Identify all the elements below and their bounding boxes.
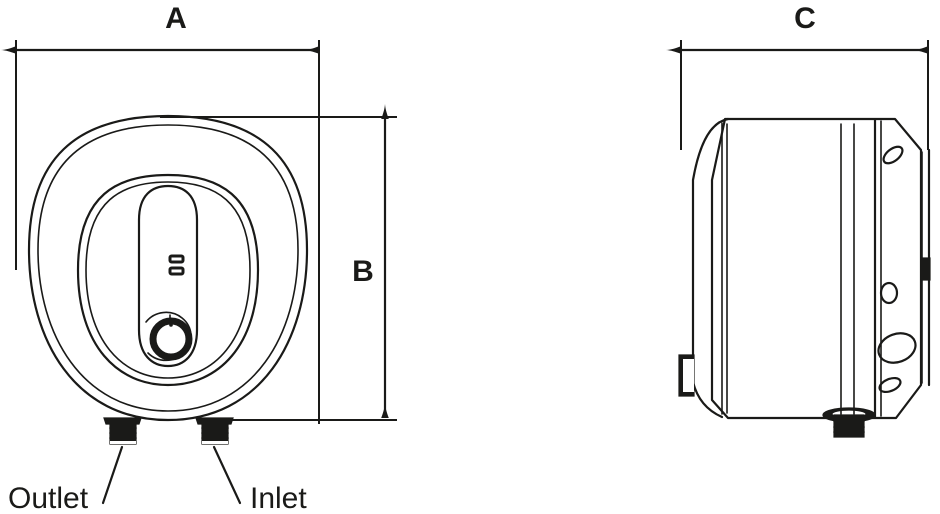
callout-inlet-label: Inlet [250, 482, 307, 514]
vent-hole-top [882, 145, 904, 165]
dim-b-label: B [352, 255, 374, 288]
front-view [27, 114, 309, 445]
dim-a-label: A [165, 2, 187, 35]
right-edge-connector [922, 257, 931, 281]
bottom-port [822, 123, 876, 438]
knob-pointer-dot [169, 323, 173, 327]
capsule-control-panel [137, 184, 199, 368]
indicator-lamp-upper [168, 254, 185, 264]
thermostat-knob[interactable] [145, 311, 193, 362]
inlet-port [195, 417, 234, 445]
callout-outlet-leader [101, 445, 124, 505]
callout-outlet-label: Outlet [8, 482, 89, 514]
wall-bracket-tab-cutout [683, 359, 694, 392]
vent-hole-large [877, 332, 917, 364]
outlet-port [103, 417, 142, 445]
knob-ring [149, 317, 193, 361]
inner-oval-outline [76, 173, 260, 387]
vent-hole-middle [879, 281, 899, 305]
callout-outlet: Outlet [8, 445, 124, 514]
tank-side-outline [710, 117, 923, 420]
callout-inlet-leader [212, 445, 242, 505]
outer-shell-outline [27, 114, 309, 422]
side-view [678, 117, 931, 438]
vent-hole-small [878, 376, 902, 394]
dim-c-label: C [794, 2, 816, 35]
dimension-a: A [1, 2, 320, 424]
outer-shell-inner-outline [37, 124, 299, 412]
callout-inlet: Inlet [212, 445, 307, 514]
indicator-lamp-lower [168, 266, 185, 276]
dimension-c: C [666, 2, 929, 150]
inner-oval-inner-outline [85, 181, 251, 379]
dimension-b: B [160, 104, 397, 421]
cover-left-shoulder [691, 117, 730, 419]
